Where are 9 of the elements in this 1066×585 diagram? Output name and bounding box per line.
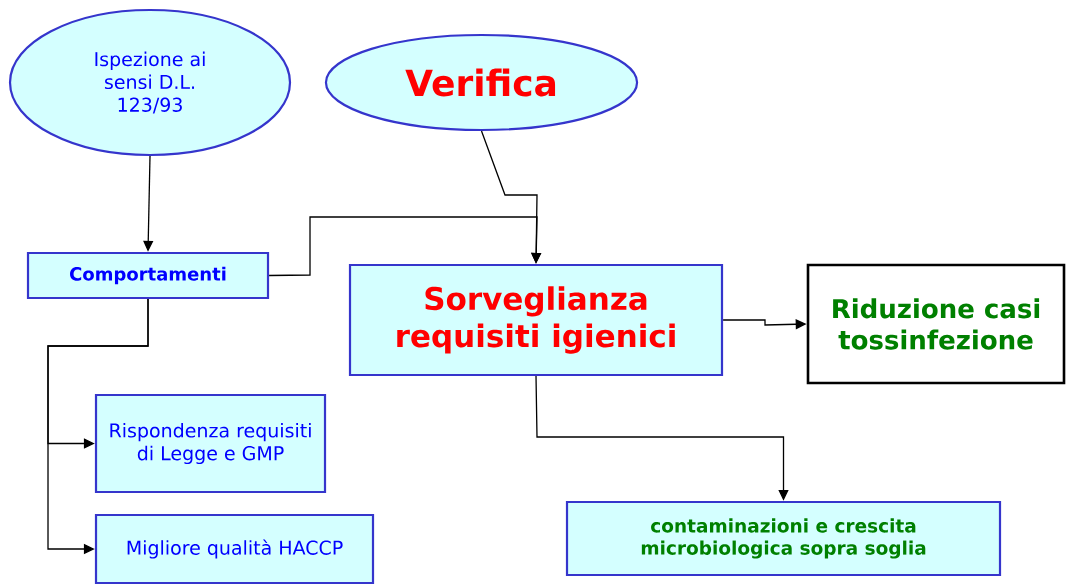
outcome-box: Riduzione casi tossinfezione <box>806 263 1066 385</box>
process-box: Sorveglianza requisiti igienici <box>348 263 724 377</box>
process-box: Migliore qualità HACCP <box>94 513 375 585</box>
ellipse-node: Verifica <box>324 33 639 132</box>
ellipse-node: Ispezione ai sensi D.L. 123/93 <box>8 8 292 157</box>
arrow <box>268 216 542 277</box>
process-box: contaminazioni e crescita microbiologica sopra soglia <box>565 500 1002 577</box>
process-box: Rispondenza requisiti di Legge e GMP <box>94 393 327 494</box>
process-box: Comportamenti <box>26 251 270 300</box>
